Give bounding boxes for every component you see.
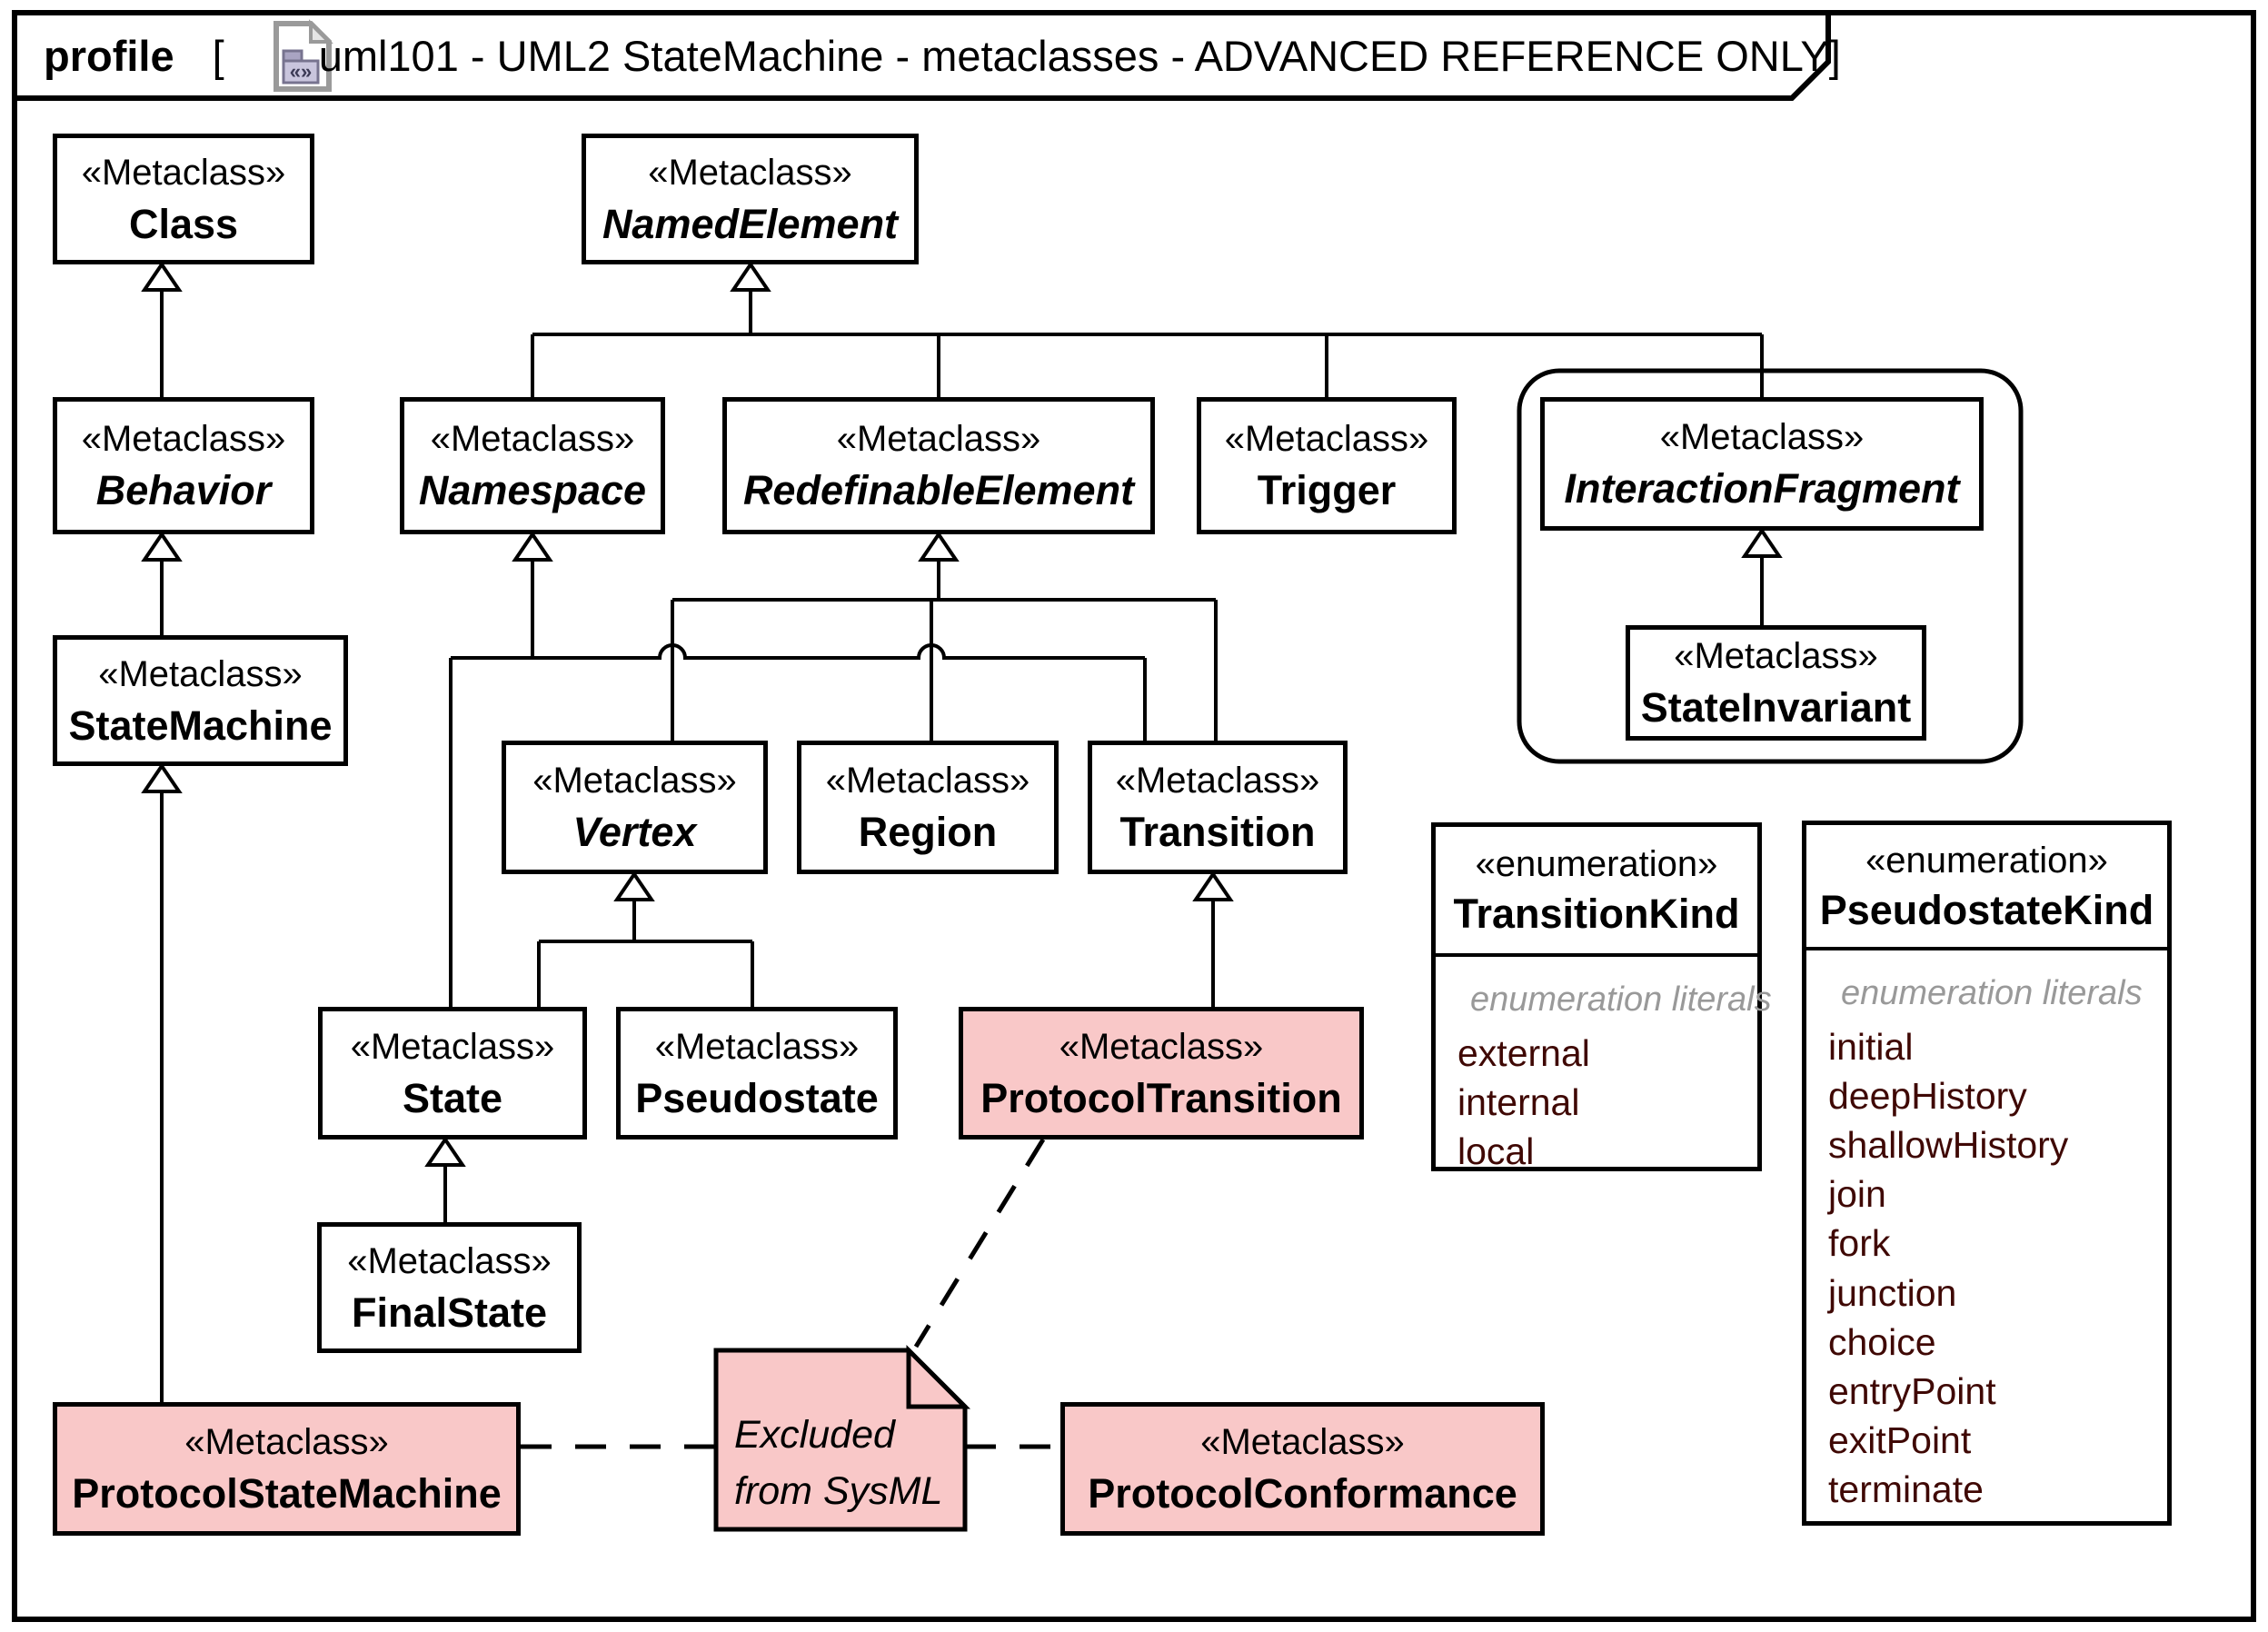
metaclass-finalstate-node[interactable]: «Metaclass» FinalState [317, 1222, 582, 1353]
metaclass-name: ProtocolTransition [980, 1074, 1342, 1121]
enumeration-literal: exitPoint [1828, 1418, 1972, 1461]
metaclass-stereotype: «Metaclass» [430, 419, 635, 459]
metaclass-name: StateMachine [68, 702, 333, 749]
metaclass-state-node[interactable]: «Metaclass» State [318, 1007, 587, 1139]
metaclass-namedelement-node[interactable]: «Metaclass» NamedElement [582, 134, 919, 264]
generalization-tree-namedelement[interactable] [531, 261, 1764, 397]
enumeration-stereotype: «enumeration» [1865, 840, 2108, 881]
generalization-behavior-to-class[interactable] [141, 261, 183, 397]
diagram-name: uml101 - UML2 StateMachine - metaclasses… [318, 31, 1829, 80]
svg-text:«»: «» [290, 60, 312, 83]
title-close-bracket: ] [1828, 31, 1841, 80]
metaclass-stereotype: «Metaclass» [1659, 417, 1865, 457]
metaclass-stereotype: «Metaclass» [81, 152, 286, 193]
enumeration-stereotype: «enumeration» [1475, 844, 1718, 884]
enumeration-literals-label: enumeration literals [1470, 980, 1772, 1019]
metaclass-stereotype: «Metaclass» [347, 1240, 552, 1281]
enumeration-literal: junction [1828, 1271, 1957, 1314]
metaclass-stereotype: «Metaclass» [825, 761, 1030, 801]
generalization-tree-namespace[interactable] [449, 531, 1147, 1007]
metaclass-protocolconformance-node[interactable]: «Metaclass» ProtocolConformance [1060, 1402, 1545, 1536]
metaclass-redefinableelement-node[interactable]: «Metaclass» RedefinableElement [722, 397, 1155, 534]
metaclass-stereotype: «Metaclass» [1224, 419, 1429, 459]
metaclass-stereotype: «Metaclass» [1059, 1026, 1264, 1067]
enumeration-transitionkind[interactable]: «enumeration» TransitionKind enumeration… [1431, 822, 1772, 1172]
metaclass-stereotype: «Metaclass» [532, 761, 737, 801]
generalization-protocoltransition-to-transition[interactable] [1192, 871, 1234, 1007]
enumeration-name: TransitionKind [1453, 891, 1740, 937]
metaclass-stereotype: «Metaclass» [98, 653, 303, 694]
enumeration-literal: choice [1828, 1320, 1936, 1363]
profile-diagram-icon-slot [243, 19, 303, 92]
metaclass-stereotype: «Metaclass» [836, 419, 1041, 459]
generalization-stateinvariant-to-interactionfragment[interactable] [1741, 527, 1783, 625]
generalization-finalstate-to-state[interactable] [424, 1136, 466, 1222]
generalization-tree-redefinableelement[interactable] [671, 531, 1218, 741]
enumeration-literal: terminate [1828, 1468, 1984, 1510]
enumeration-literal: local [1457, 1130, 1535, 1173]
note-shape[interactable] [713, 1344, 971, 1532]
metaclass-name: FinalState [351, 1289, 548, 1336]
diagram-title-bar: profile [ uml101 - UML2 StateMachine - m… [15, 13, 1841, 98]
note-anchor-lines[interactable] [521, 1138, 1060, 1449]
metaclass-name: Transition [1119, 809, 1316, 855]
metaclass-name: StateInvariant [1640, 684, 1912, 731]
metaclass-stateinvariant-node[interactable]: «Metaclass» StateInvariant [1626, 625, 1926, 741]
generalization-tree-vertex[interactable] [537, 871, 754, 1007]
metaclass-name: ProtocolConformance [1088, 1470, 1517, 1517]
generalization-statemachine-to-behavior[interactable] [141, 531, 183, 635]
enumeration-literal: deepHistory [1828, 1075, 2027, 1118]
metaclass-name: Class [128, 200, 239, 247]
metaclass-pseudostate-node[interactable]: «Metaclass» Pseudostate [616, 1007, 898, 1139]
enumeration-literal: join [1828, 1173, 1886, 1216]
metaclass-name: Namespace [418, 467, 647, 513]
metaclass-stereotype: «Metaclass» [350, 1026, 555, 1067]
enumeration-literal: fork [1828, 1222, 1891, 1265]
metaclass-stereotype: «Metaclass» [1115, 761, 1320, 801]
metaclass-vertex-node[interactable]: «Metaclass» Vertex [502, 741, 768, 874]
metaclass-name: Trigger [1257, 467, 1397, 513]
metaclass-name: Region [858, 809, 998, 855]
metaclass-transition-node[interactable]: «Metaclass» Transition [1088, 741, 1348, 874]
diagram-kind-label: profile [44, 31, 174, 80]
metaclass-protocoltransition-node[interactable]: «Metaclass» ProtocolTransition [959, 1007, 1364, 1139]
metaclass-stereotype: «Metaclass» [654, 1026, 860, 1067]
metaclass-behavior-node[interactable]: «Metaclass» Behavior [53, 397, 314, 534]
metaclass-name: Behavior [95, 467, 272, 513]
profile-diagram-icon: «» [274, 19, 333, 92]
enumeration-literals-label: enumeration literals [1841, 974, 2143, 1012]
enumeration-pseudostatekind[interactable]: «enumeration» PseudostateKind enumeratio… [1802, 821, 2172, 1526]
enumeration-literal: shallowHistory [1828, 1124, 2069, 1167]
metaclass-stereotype: «Metaclass» [648, 152, 852, 193]
metaclass-stereotype: «Metaclass» [81, 419, 286, 459]
metaclass-name: Vertex [572, 809, 697, 855]
metaclass-stereotype: «Metaclass» [1200, 1422, 1405, 1462]
enumeration-literal: external [1457, 1032, 1590, 1074]
metaclass-region-node[interactable]: «Metaclass» Region [797, 741, 1059, 874]
metaclass-name: ProtocolStateMachine [72, 1470, 502, 1517]
title-open-bracket: [ [212, 31, 224, 80]
metaclass-namespace-node[interactable]: «Metaclass» Namespace [400, 397, 665, 534]
enumeration-literal: initial [1828, 1026, 1914, 1068]
enumeration-literal: internal [1457, 1081, 1580, 1124]
generalization-protocolstatemachine-to-statemachine[interactable] [141, 762, 183, 1402]
metaclass-name: NamedElement [602, 200, 899, 247]
enumeration-name: PseudostateKind [1819, 886, 2154, 933]
metaclass-stereotype: «Metaclass» [184, 1422, 389, 1462]
metaclass-class-node[interactable]: «Metaclass» Class [53, 134, 314, 264]
metaclass-name: RedefinableElement [742, 467, 1135, 513]
metaclass-stereotype: «Metaclass» [1674, 636, 1878, 676]
metaclass-interactionfragment-node[interactable]: «Metaclass» InteractionFragment [1540, 397, 1984, 531]
metaclass-name: Pseudostate [635, 1074, 879, 1121]
metaclass-protocolstatemachine-node[interactable]: «Metaclass» ProtocolStateMachine [53, 1402, 521, 1536]
note-text: Excluded from SysML [734, 1413, 943, 1514]
metaclass-name: State [402, 1074, 503, 1121]
enumeration-literal: entryPoint [1828, 1369, 1996, 1412]
metaclass-trigger-node[interactable]: «Metaclass» Trigger [1197, 397, 1457, 534]
metaclass-statemachine-node[interactable]: «Metaclass» StateMachine [53, 635, 348, 766]
metaclass-name: InteractionFragment [1564, 465, 1960, 512]
diagram-title-tab [12, 10, 1831, 101]
